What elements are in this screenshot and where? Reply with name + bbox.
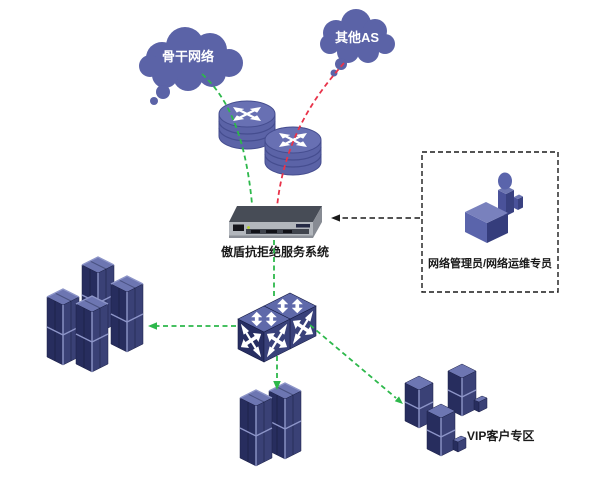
server-tower-icon [75,295,109,373]
appliance-label: 傲盾抗拒绝服务系统 [221,244,329,259]
router-icon [218,100,276,150]
server-cluster-bottom [239,382,302,467]
arrowhead-diagonal [394,396,403,404]
vip-label: VIP客户专区 [467,428,534,443]
rack-appliance-icon [229,206,322,238]
anti-ddos-appliance: 傲盾抗拒绝服务系统 [221,206,329,259]
admin-workstation-icon [465,172,523,243]
server-tower-icon [426,403,456,457]
router-icon [264,126,322,176]
other-as-cloud: 其他AS [320,9,395,77]
server-tower-icon [110,275,144,353]
person-head [498,172,512,190]
backbone-cloud-label: 骨干网络 [162,49,214,64]
admin-label: 网络管理员/网络运维专员 [428,256,552,270]
backbone-cloud: 骨干网络 [139,27,243,105]
server-tower-icon [46,288,80,366]
link-admin-to-appliance [331,214,420,222]
link-switch-to-vip [309,324,403,404]
admin-panel: 网络管理员/网络运维专员 [421,151,559,293]
arrowhead-down [273,381,281,390]
link-switch-to-bottom-servers [273,356,281,390]
server-cluster-left [46,256,144,373]
arrowhead-left [331,214,340,222]
lan-switch-icon [237,292,317,363]
arrowhead-left [148,322,157,330]
other-as-cloud-label: 其他AS [335,30,379,45]
router-icons [218,100,322,176]
network-cloud-icon [320,9,395,77]
server-tower-icon [268,382,302,460]
link-switch-to-left-servers [148,322,236,330]
link-backbone-to-appliance [201,73,253,205]
vip-server-cluster: VIP客户专区 [404,363,534,457]
network-cloud-icon [139,27,243,105]
link-otheras-to-appliance [276,62,345,208]
server-tower-icon [447,363,477,417]
admin-dashed-box [421,151,559,293]
server-tower-icon [239,389,273,467]
